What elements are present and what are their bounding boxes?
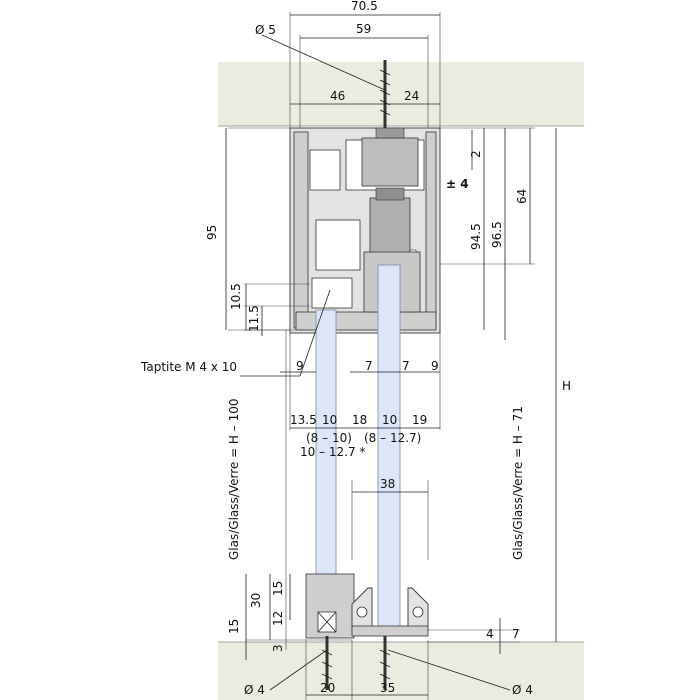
dim-total-h: H [562, 379, 571, 393]
label-glass-left: Glas/Glass/Verre = H – 100 [227, 399, 241, 561]
dim-top-total: 70.5 [351, 0, 378, 13]
dim-height-96-5: 96.5 [490, 221, 504, 248]
dim-h-15-b: 15 [227, 619, 241, 634]
dim-screw-right: Ø 4 [512, 683, 533, 697]
dim-left-offset: 46 [330, 89, 345, 103]
dim-height-64: 64 [515, 189, 529, 204]
dim-screw-diameter-top: Ø 5 [255, 23, 276, 37]
label-glass-right: Glas/Glass/Verre = H – 71 [511, 406, 525, 560]
dim-h-30: 30 [249, 593, 263, 608]
dim-w-19: 19 [412, 413, 427, 427]
dim-bottom-20: 20 [320, 681, 335, 695]
dim-gap-9-right: 9 [431, 359, 439, 373]
dim-w-10-b: 10 [382, 413, 397, 427]
dim-right-offset: 24 [404, 89, 419, 103]
dim-height-2: 2 [469, 150, 483, 158]
dim-w-38: 38 [380, 477, 395, 491]
dim-adjust: ± 4 [446, 177, 469, 191]
label-taptite: Taptite M 4 x 10 [140, 360, 237, 374]
dim-top-hole-spacing: 59 [356, 22, 371, 36]
dim-glass-range-b: (8 – 12.7) [364, 431, 421, 445]
glass-panel-right [377, 264, 401, 631]
dim-gap-7-a: 7 [365, 359, 373, 373]
dim-glass-range-c: 10 – 12.7 * [300, 445, 365, 459]
dim-w-18: 18 [352, 413, 367, 427]
floor-band [218, 642, 584, 700]
dim-height-10-5: 10.5 [229, 283, 243, 310]
dim-glass-range-a: (8 – 10) [306, 431, 352, 445]
dim-height-95: 95 [205, 225, 219, 240]
dim-height-11-5: 11.5 [247, 305, 261, 332]
dim-h-3: 3 [271, 644, 285, 652]
floor-guide [305, 573, 429, 639]
dim-w-10-a: 10 [322, 413, 337, 427]
dim-gap-9-left: 9 [296, 359, 304, 373]
dim-h-12: 12 [271, 611, 285, 626]
dim-screw-left: Ø 4 [244, 683, 265, 697]
dimension-lines [225, 12, 557, 700]
floor-screw-right [379, 636, 391, 690]
dim-gap-7-b: 7 [402, 359, 410, 373]
ceiling-band [218, 62, 584, 126]
floor-screw-left [321, 636, 333, 690]
dim-h-4: 4 [486, 627, 494, 641]
dim-height-94-5: 94.5 [469, 223, 483, 250]
dim-bottom-35: 35 [380, 681, 395, 695]
dim-w-13-5: 13.5 [290, 413, 317, 427]
dim-h-15-a: 15 [271, 581, 285, 596]
dim-h-7: 7 [512, 627, 520, 641]
